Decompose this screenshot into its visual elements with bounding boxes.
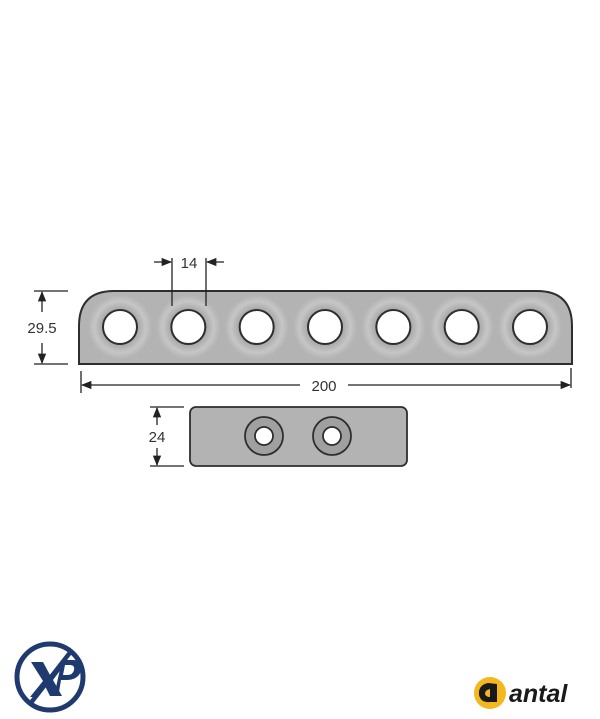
long-plate-hole (224, 295, 289, 359)
long-plate-hole (293, 295, 357, 359)
long-plate-length-label: 200 (311, 378, 336, 395)
short-plate-height-dimension: 24 (149, 406, 184, 467)
xp-logo-ring (14, 641, 86, 713)
hole-spacing-dimension: 14 (154, 255, 224, 306)
xp-logo (14, 641, 86, 713)
long-plate-length-dimension: 200 (80, 368, 572, 395)
short-plate-hole (312, 416, 352, 456)
long-plate-holes (88, 295, 562, 359)
long-plate-height-dimension: 29.5 (27, 290, 68, 365)
short-plate-hole (244, 416, 284, 456)
long-plate-hole (429, 295, 494, 359)
long-plate-hole (156, 295, 221, 359)
antal-logo: antal (474, 677, 568, 709)
long-plate-height-label: 29.5 (27, 320, 56, 337)
long-plate-hole (498, 295, 562, 359)
long-plate-hole (361, 295, 426, 359)
hole-spacing-label: 14 (181, 255, 198, 272)
short-plate-height-label: 24 (149, 429, 166, 446)
antal-logo-text: antal (509, 680, 568, 708)
short-plate (189, 406, 408, 467)
long-plate-hole (88, 295, 152, 359)
